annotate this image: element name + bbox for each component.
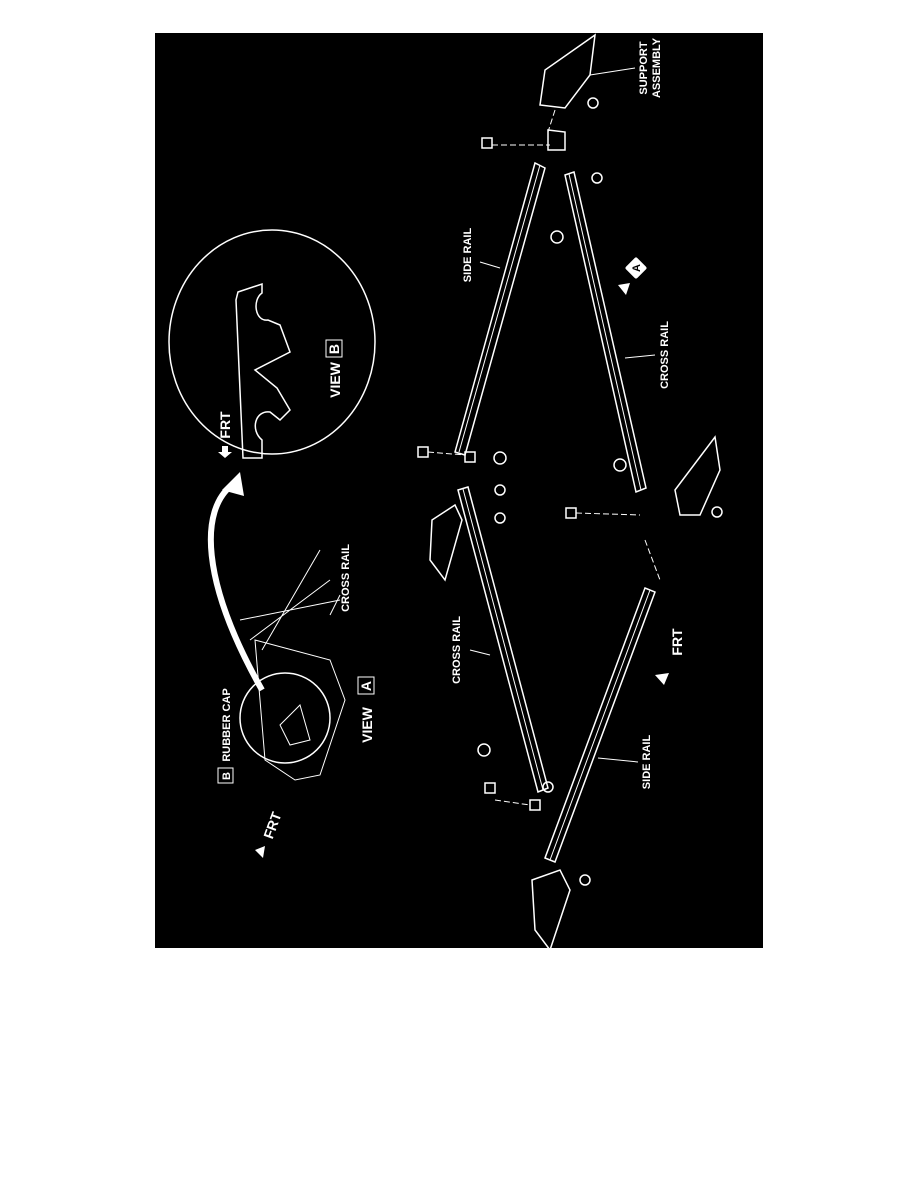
- cross-rail-right-label: CROSS RAIL: [659, 321, 671, 389]
- frt-arrow-icon: [655, 673, 669, 685]
- rubber-cap-label: RUBBER CAP: [221, 688, 233, 761]
- rails: [454, 161, 656, 863]
- detail-callout-arrow: [207, 482, 265, 692]
- diagram-background: [155, 33, 763, 948]
- frt-arrow-icon: [218, 446, 232, 458]
- view-a-cross-rail-label: CROSS RAIL: [340, 544, 352, 612]
- view-a-arrow-icon: [618, 283, 630, 295]
- assembly-guide-lines: [427, 109, 661, 806]
- view-b-box: [325, 339, 343, 358]
- cross-rail-left-label: CROSS RAIL: [451, 616, 463, 684]
- support-assembly-label-2: ASSEMBLY: [651, 37, 663, 98]
- frt-label: FRT: [669, 628, 685, 656]
- view-b-frt-label: FRT: [217, 411, 233, 439]
- view-a-detail: CROSS RAIL B RUBBER CAP VIEW A FRT: [217, 544, 375, 858]
- support-assembly-label-1: SUPPORT: [638, 41, 650, 94]
- view-b-detail: FRT VIEW B: [168, 229, 376, 459]
- view-a-marker-label: A: [631, 264, 643, 272]
- rubber-cap-box: [217, 767, 234, 784]
- view-b-title: VIEW: [327, 361, 343, 398]
- arrowhead-icon: [222, 472, 244, 496]
- rubber-cap-box-label: B: [221, 772, 233, 780]
- view-b-box-label: B: [326, 344, 342, 354]
- view-a-box-label: A: [358, 681, 374, 691]
- side-rail-bottom-label: SIDE RAIL: [641, 735, 653, 790]
- support-assemblies: [429, 33, 721, 952]
- view-a-marker: A: [625, 257, 647, 279]
- frt-arrow-icon: [255, 846, 265, 858]
- view-a-title: VIEW: [359, 706, 375, 743]
- side-rail-top-label: SIDE RAIL: [462, 228, 474, 283]
